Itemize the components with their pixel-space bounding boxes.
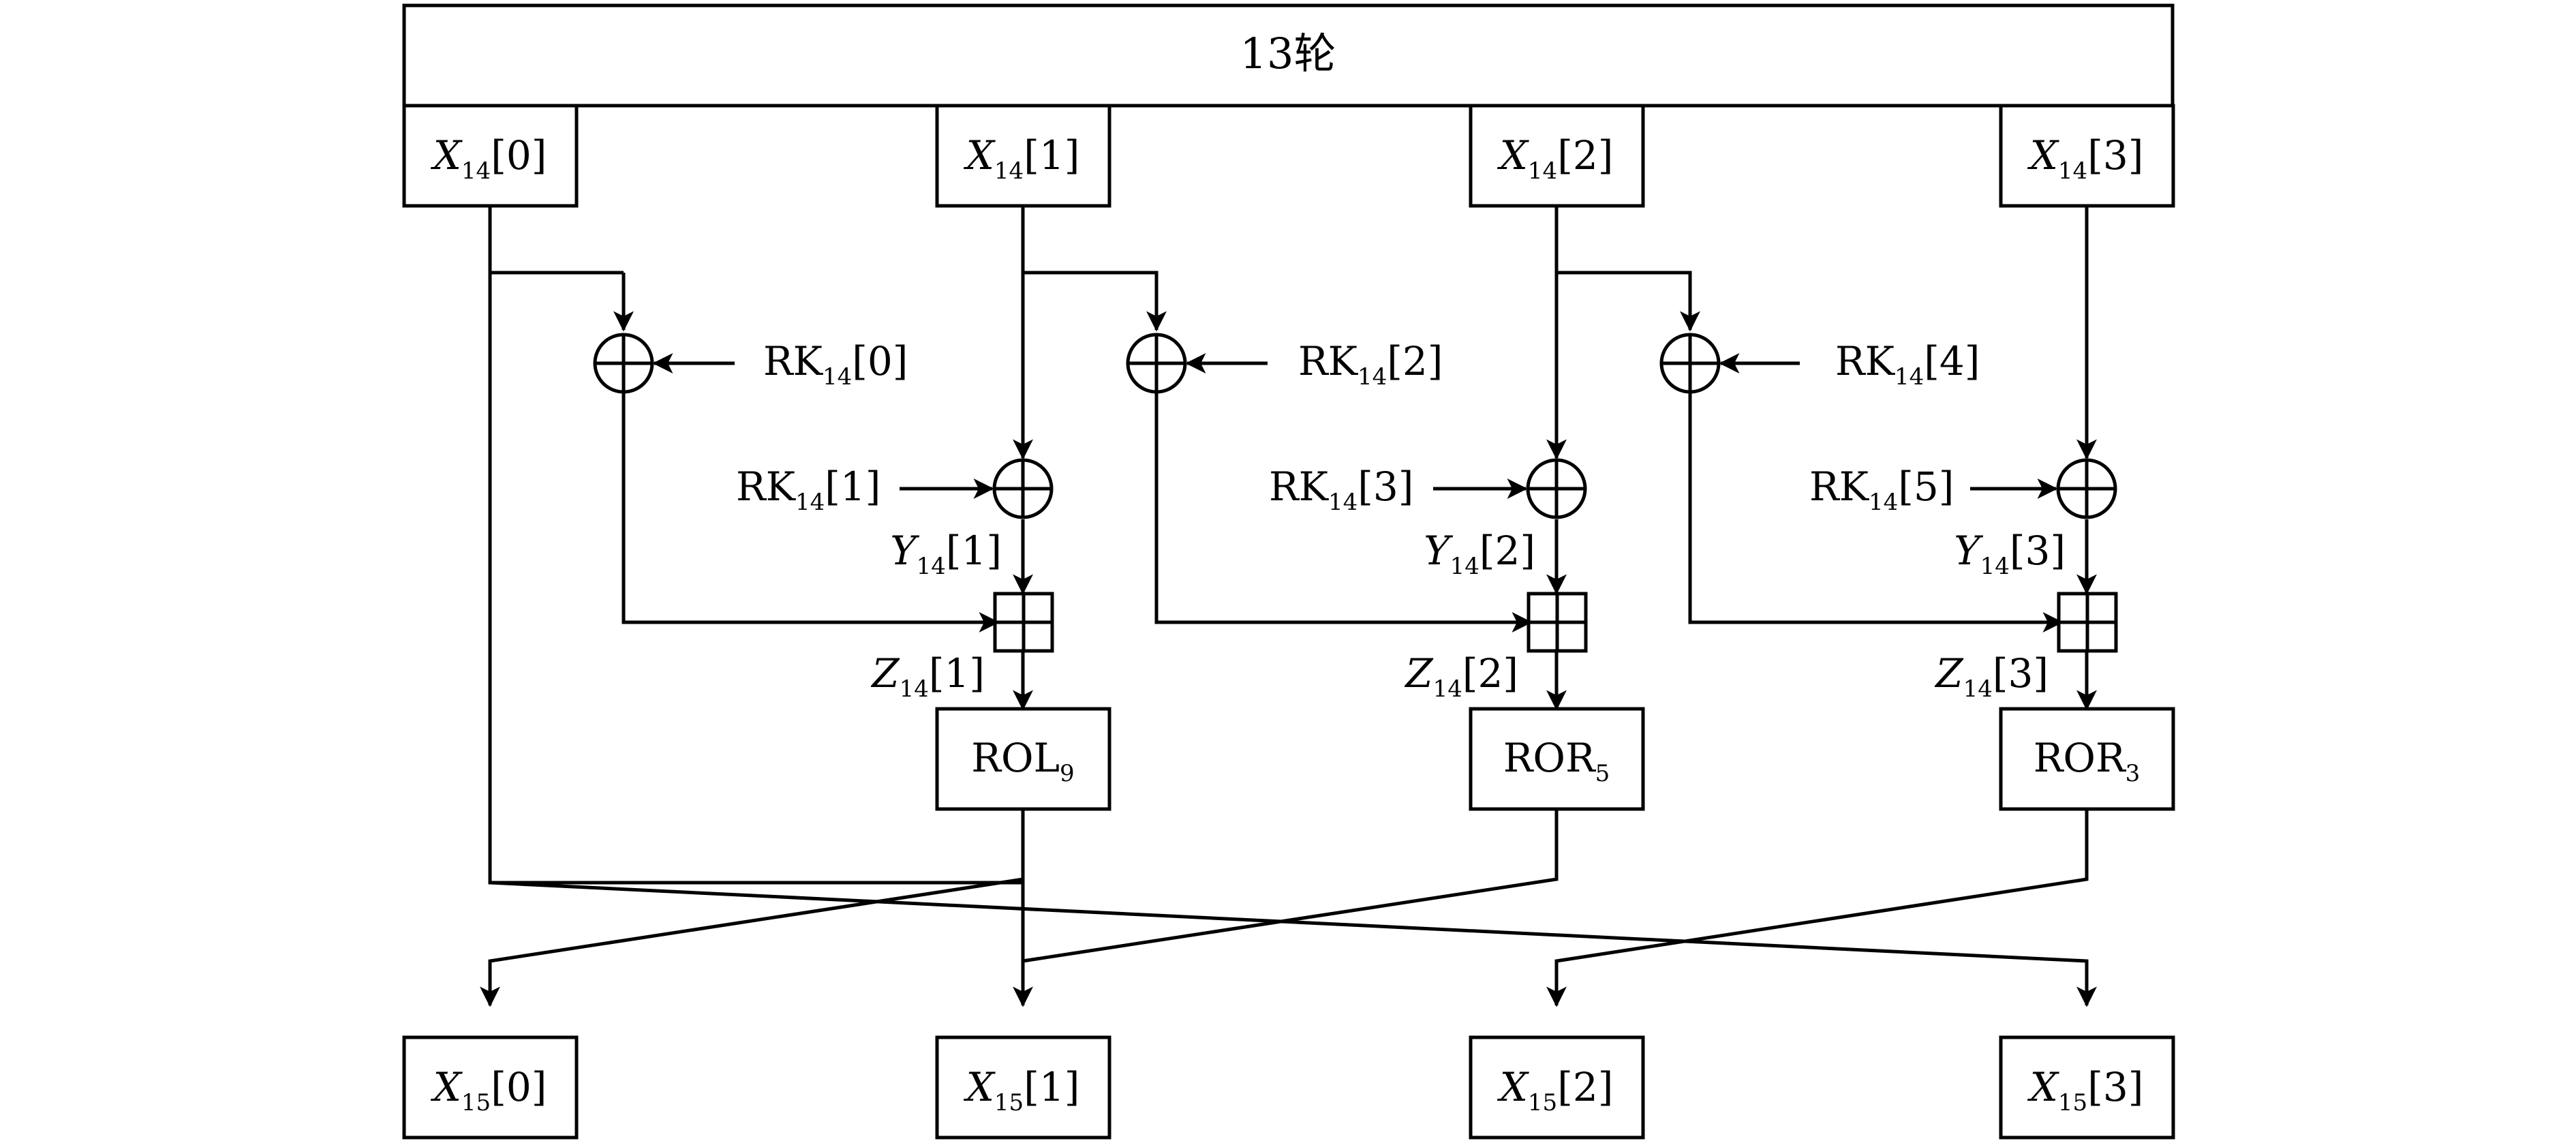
xor-rk0 <box>593 333 654 394</box>
svg-text:X15[3]: X15[3] <box>2027 1064 2144 1116</box>
wire-xor2-to-add2 <box>1154 393 1533 633</box>
svg-text:ROR3: ROR3 <box>2034 735 2141 787</box>
svg-text:X15[1]: X15[1] <box>964 1064 1080 1116</box>
svg-text:X15[0]: X15[0] <box>431 1064 547 1116</box>
input-sub-0: 14 <box>461 157 491 185</box>
input-sub-2: 14 <box>1528 157 1557 185</box>
input-var-2: X <box>1497 132 1530 179</box>
z-label-3: Z14[3] <box>1934 650 2049 703</box>
output-box-3: X15[3] <box>1999 1035 2175 1140</box>
rk-label-5: RK14[5] <box>1809 463 1954 516</box>
wire-xor4-to-add3 <box>1688 393 2064 633</box>
svg-text:X14[2]: X14[2] <box>1497 132 1614 185</box>
round-title: 13轮 <box>1240 29 1336 78</box>
xor-rk3 <box>1526 458 1587 519</box>
rotation-box-ror3: ROR3 <box>1999 707 2175 811</box>
svg-text:X14[1]: X14[1] <box>964 132 1080 185</box>
input-box-2: X14[2] <box>1469 104 1645 208</box>
y-label-3: Y14[3] <box>1954 528 2066 580</box>
wire-ror5-to-x15-1 <box>1022 808 1559 963</box>
wire-x0-to-x15-3 <box>489 881 2097 1007</box>
svg-text:ROR5: ROR5 <box>1503 735 1610 787</box>
input-idx-3: [3] <box>2087 132 2143 179</box>
input-idx-0: [0] <box>491 132 547 179</box>
input-sub-3: 14 <box>2058 157 2087 185</box>
input-var-3: X <box>2027 132 2060 179</box>
xor-rk4 <box>1659 333 1721 394</box>
svg-text:X15[2]: X15[2] <box>1497 1064 1614 1116</box>
input-box-3: X14[3] <box>1999 104 2175 208</box>
svg-text:ROL9: ROL9 <box>971 735 1074 787</box>
input-box-1: X14[1] <box>935 104 1111 208</box>
wire-ror3-to-x15-2 <box>1546 808 2089 1007</box>
wire-xor0-to-add1 <box>622 393 1000 633</box>
xor-rk1 <box>992 458 1054 519</box>
modadd-1 <box>993 592 1054 653</box>
y-label-1: Y14[1] <box>890 528 1002 580</box>
modadd-3 <box>2057 592 2118 653</box>
xor-rk2 <box>1126 333 1187 394</box>
output-box-0: X15[0] <box>402 1035 579 1140</box>
wire-rol-to-x15-0 <box>480 808 1025 1007</box>
xor-rk5 <box>2056 458 2117 519</box>
y-label-2: Y14[2] <box>1424 528 1535 580</box>
modadd-2 <box>1527 592 1588 653</box>
rk-label-0: RK14[0] <box>763 338 908 391</box>
rk-label-1: RK14[1] <box>736 463 880 516</box>
z-label-1: Z14[1] <box>870 650 985 703</box>
rk-label-4: RK14[4] <box>1835 338 1980 391</box>
rk-label-2: RK14[2] <box>1298 338 1443 391</box>
round-header-box <box>402 3 2175 108</box>
input-sub-1: 14 <box>994 157 1024 185</box>
z-label-2: Z14[2] <box>1404 650 1518 703</box>
output-box-1: X15[1] <box>935 1035 1111 1140</box>
wire-x1-to-xor2 <box>1023 271 1167 332</box>
input-box-0: X14[0] <box>402 104 579 208</box>
input-idx-1: [1] <box>1024 132 1079 179</box>
svg-text:X14[0]: X14[0] <box>431 132 547 185</box>
input-idx-2: [2] <box>1557 132 1613 179</box>
rotation-box-rol9: ROL9 <box>935 707 1111 811</box>
input-var-1: X <box>964 132 996 179</box>
output-box-2: X15[2] <box>1469 1035 1645 1140</box>
input-var-0: X <box>431 132 463 179</box>
svg-text:X14[3]: X14[3] <box>2027 132 2144 185</box>
rk-label-3: RK14[3] <box>1269 463 1413 516</box>
rotation-box-ror5: ROR5 <box>1469 707 1645 811</box>
wire-x2-to-xor4 <box>1557 271 1700 332</box>
